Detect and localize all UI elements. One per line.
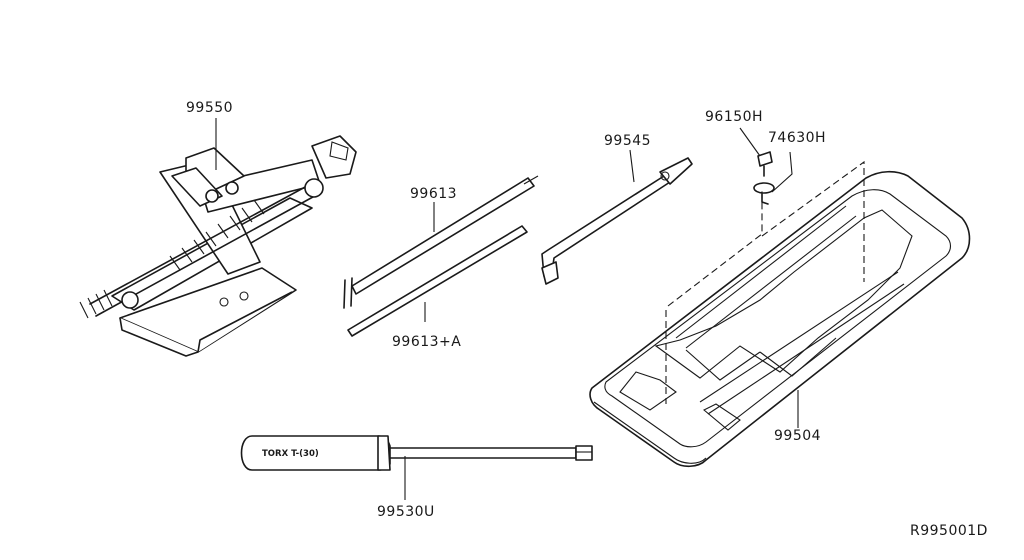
tool-tray-label: 99504 (774, 428, 821, 444)
wheel-wrench (541, 149, 693, 285)
scissor-jack (79, 118, 357, 357)
washer (753, 151, 793, 205)
jack-rod-lower-label: 99613+A (392, 334, 461, 350)
bolt (739, 127, 773, 177)
tool-tray (589, 160, 971, 468)
jack-rod-lower (347, 225, 528, 337)
jack-rod-upper (343, 175, 539, 309)
washer-label: 74630H (768, 130, 826, 146)
screwdriver-handle-text: TORX T-(30) (262, 449, 319, 459)
screw-thread (79, 199, 265, 319)
jack-label: 99550 (186, 100, 233, 116)
diagram-code: R995001D (910, 523, 988, 539)
screwdriver (240, 435, 593, 500)
wheel-wrench-label: 99545 (604, 133, 651, 149)
bolt-label: 96150H (705, 109, 763, 125)
screwdriver-label: 99530U (377, 504, 435, 520)
jack-rod-upper-label: 99613 (410, 186, 457, 202)
